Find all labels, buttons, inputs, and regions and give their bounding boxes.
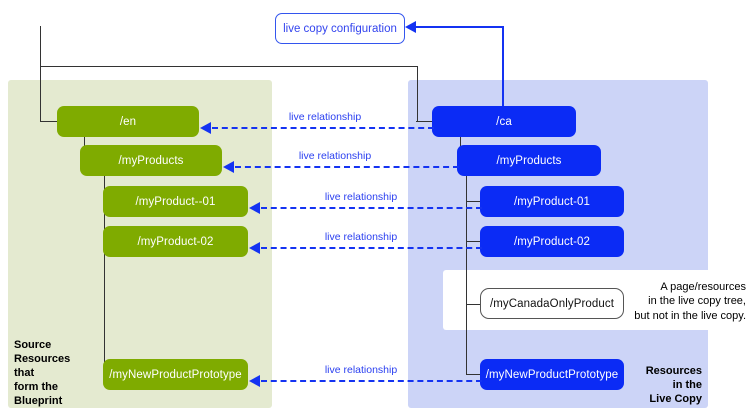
not-in-livecopy-note: A page/resources in the live copy tree, … xyxy=(634,281,746,322)
live-relationship-line xyxy=(261,207,482,209)
source-node-label: /myProduct-02 xyxy=(137,235,214,248)
live-relationship-label: live relationship xyxy=(324,364,398,376)
live-relationship-label: live relationship xyxy=(324,191,398,203)
livecopy-root-horizontal-line xyxy=(40,65,418,67)
livecopy-node-label: /myProducts xyxy=(496,154,562,167)
source-node-label: /myProduct--01 xyxy=(135,195,216,208)
source-tree-spine-children xyxy=(104,176,106,374)
source-node-label: /en xyxy=(119,115,137,128)
livecopy-tree-branch-prototype xyxy=(466,373,484,375)
source-node-myproducts[interactable]: /myProducts xyxy=(80,145,222,176)
livecopy-node-myproduct-01[interactable]: /myProduct-01 xyxy=(480,186,624,217)
source-node-myproduct-01[interactable]: /myProduct--01 xyxy=(103,186,248,217)
livecopy-tree-branch-canadaonly xyxy=(466,303,484,305)
livecopy-node-mycanadaonlyproduct[interactable]: /myCanadaOnlyProduct xyxy=(480,288,624,319)
livecopy-tree-branch-product02 xyxy=(466,240,484,242)
livecopy-tree-spine-children xyxy=(466,176,468,374)
livecopy-node-label: /myCanadaOnlyProduct xyxy=(489,297,615,310)
livecopy-node-label: /myNewProductPrototype xyxy=(485,368,619,381)
livecopy-node-myproducts[interactable]: /myProducts xyxy=(457,145,601,176)
live-relationship-line xyxy=(261,247,482,249)
live-copy-configuration-label: live copy configuration xyxy=(283,22,397,35)
live-relationship-arrowhead xyxy=(249,202,260,214)
live-relationship-label: live relationship xyxy=(298,150,372,162)
livecopy-node-label: /ca xyxy=(496,115,512,128)
live-relationship-arrowhead xyxy=(249,375,260,387)
live-relationship-line xyxy=(235,166,459,168)
source-root-vertical-line xyxy=(40,26,42,122)
live-relationship-line xyxy=(261,380,482,382)
config-link-horizontal xyxy=(414,26,504,28)
source-node-label: /myProducts xyxy=(118,154,184,167)
livecopy-root-vertical-line xyxy=(416,66,418,121)
livecopy-node-label: /myProduct-01 xyxy=(513,195,591,208)
source-node-mynewproductprototype[interactable]: /myNewProductPrototype xyxy=(103,359,248,390)
source-node-en[interactable]: /en xyxy=(57,106,199,137)
blueprint-panel-caption: Source Resources that form the Blueprint xyxy=(14,339,71,408)
live-relationship-arrowhead xyxy=(249,242,260,254)
livecopy-node-ca[interactable]: /ca xyxy=(432,106,576,137)
config-link-arrowhead xyxy=(405,21,416,33)
livecopy-root-connector-line xyxy=(416,120,434,122)
live-relationship-arrowhead xyxy=(223,161,234,173)
source-node-label: /myNewProductPrototype xyxy=(109,368,242,381)
live-relationship-line xyxy=(212,127,434,129)
live-relationship-label: live relationship xyxy=(288,111,362,123)
live-copy-configuration-node[interactable]: live copy configuration xyxy=(275,13,405,44)
live-relationship-label: live relationship xyxy=(324,231,398,243)
livecopy-node-myproduct-02[interactable]: /myProduct-02 xyxy=(480,226,624,257)
source-node-myproduct-02[interactable]: /myProduct-02 xyxy=(103,226,248,257)
livecopy-node-label: /myProduct-02 xyxy=(513,235,591,248)
config-link-vertical xyxy=(502,26,504,108)
livecopy-tree-branch-product01 xyxy=(466,200,484,202)
livecopy-node-mynewproductprototype[interactable]: /myNewProductPrototype xyxy=(480,359,624,390)
live-relationship-arrowhead xyxy=(200,122,211,134)
source-root-horizontal-line xyxy=(40,120,60,122)
livecopy-panel-caption: Resources in the Live Copy xyxy=(645,365,702,406)
